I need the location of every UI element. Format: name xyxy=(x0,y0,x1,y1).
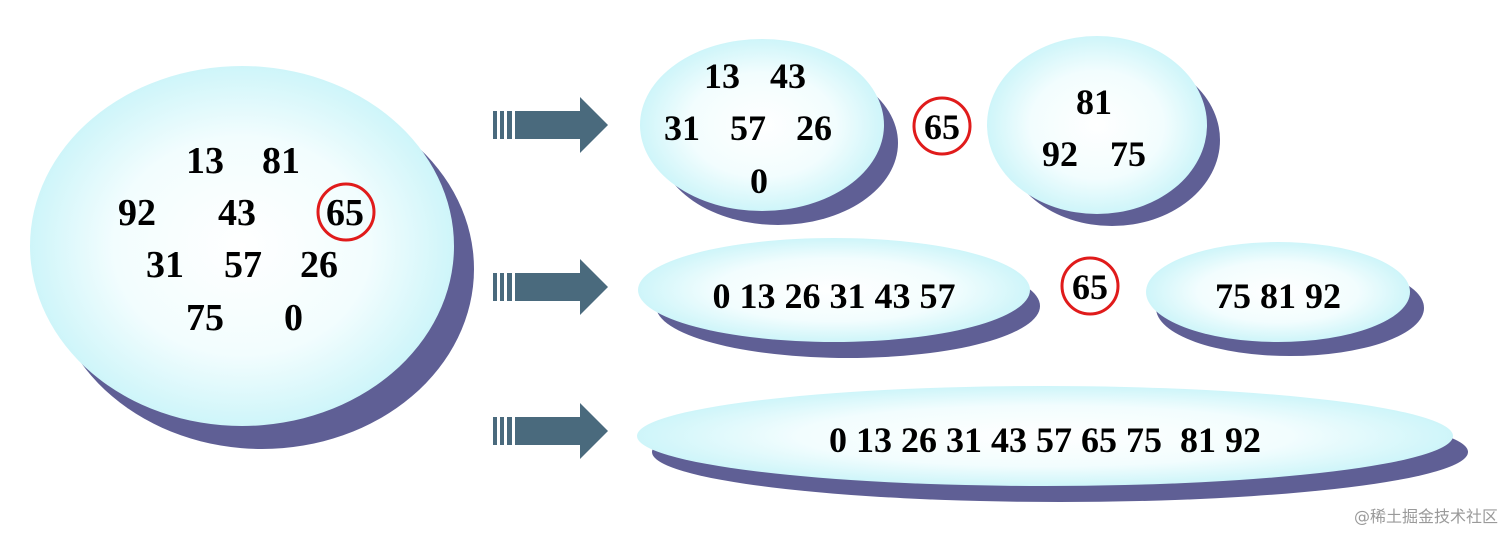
initial-number: 81 xyxy=(262,140,300,182)
step1-left-bubble: 13 43 31 57 26 0 xyxy=(640,39,898,225)
step1-right-bubble: 81 92 75 xyxy=(987,36,1220,226)
step1-pivot-ring xyxy=(912,96,972,156)
arrow-step2 xyxy=(493,259,608,315)
initial-bubble: 13 81 92 43 65 31 57 26 75 0 xyxy=(30,66,474,449)
step2-left-body xyxy=(638,238,1030,342)
step2-right-numbers: 75 81 92 xyxy=(1215,276,1341,316)
step1-pivot: 65 xyxy=(912,96,972,156)
initial-number: 43 xyxy=(218,192,256,234)
step2-right-body xyxy=(1146,242,1410,342)
step2-pivot: 65 xyxy=(1060,256,1120,316)
arrow-step1 xyxy=(493,97,608,153)
initial-number: 31 xyxy=(146,244,184,286)
initial-pivot-ring xyxy=(316,182,376,242)
step2-pivot-number: 65 xyxy=(1072,267,1108,307)
step1-left-number: 43 xyxy=(770,56,806,96)
step2-left-bubble: 0 13 26 31 43 57 xyxy=(638,238,1040,358)
step3-result-bubble: 0 13 26 31 43 57 65 75 81 92 xyxy=(637,386,1468,502)
step2-pivot-ring xyxy=(1060,256,1120,316)
arrow-step3 xyxy=(493,403,608,459)
step3-result-numbers: 0 13 26 31 43 57 65 75 81 92 xyxy=(829,420,1261,460)
step1-left-number: 57 xyxy=(730,108,766,148)
initial-number: 57 xyxy=(224,244,262,286)
step1-right-number: 92 xyxy=(1042,134,1078,174)
initial-number: 13 xyxy=(186,140,224,182)
initial-number: 75 xyxy=(186,297,224,339)
step3-result-body xyxy=(637,386,1453,486)
step1-right-body xyxy=(987,36,1207,214)
watermark: @稀土掘金技术社区 xyxy=(1353,507,1498,526)
step1-left-number: 31 xyxy=(664,108,700,148)
step1-right-number: 75 xyxy=(1110,134,1146,174)
step1-left-number: 0 xyxy=(750,161,768,201)
initial-number: 0 xyxy=(284,297,303,339)
initial-pivot-number: 65 xyxy=(326,192,364,234)
initial-bubble-body xyxy=(30,66,454,426)
step1-right-number: 81 xyxy=(1076,82,1112,122)
step1-left-number: 13 xyxy=(704,56,740,96)
step1-pivot-number: 65 xyxy=(924,107,960,147)
step2-left-numbers: 0 13 26 31 43 57 xyxy=(713,276,956,316)
initial-number: 92 xyxy=(118,192,156,234)
initial-number: 26 xyxy=(300,244,338,286)
step1-left-number: 26 xyxy=(796,108,832,148)
step1-left-body xyxy=(640,39,884,211)
step2-right-bubble: 75 81 92 xyxy=(1146,242,1424,356)
